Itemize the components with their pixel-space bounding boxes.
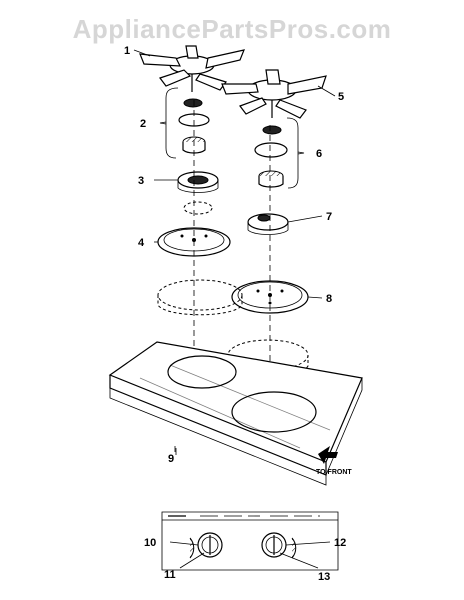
label-part-7: 7 [326, 211, 332, 223]
label-part-3: 3 [138, 175, 144, 187]
label-part-4: 4 [138, 237, 145, 249]
control-panel [161, 511, 339, 571]
burner-cap-assembly-left [159, 87, 210, 159]
control-knob-left [189, 532, 223, 559]
label-part-2: 2 [140, 118, 146, 130]
label-part-10: 10 [144, 537, 156, 549]
to-front-arrow [318, 446, 338, 464]
trim-ring-left [157, 279, 243, 316]
label-part-12: 12 [334, 537, 346, 549]
label-part-9: 9 [168, 453, 174, 465]
leader-lines [133, 49, 336, 569]
label-part-11: 11 [164, 569, 176, 581]
label-part-5: 5 [338, 91, 344, 103]
burner-grate-right [221, 69, 327, 119]
control-knob-right [261, 532, 297, 559]
watermark-text: AppliancePartsPros.com [73, 14, 392, 44]
burner-cap-assembly-right [254, 117, 305, 189]
burner-head-left [177, 171, 219, 215]
label-part-6: 6 [316, 148, 322, 160]
to-front-note: TO FRONT [316, 469, 352, 476]
label-part-13: 13 [318, 571, 330, 583]
label-part-1: 1 [124, 45, 130, 57]
label-part-8: 8 [326, 293, 332, 305]
burner-head-right [247, 213, 289, 235]
cooktop-panel [108, 341, 363, 486]
burner-grate-left [139, 45, 245, 92]
